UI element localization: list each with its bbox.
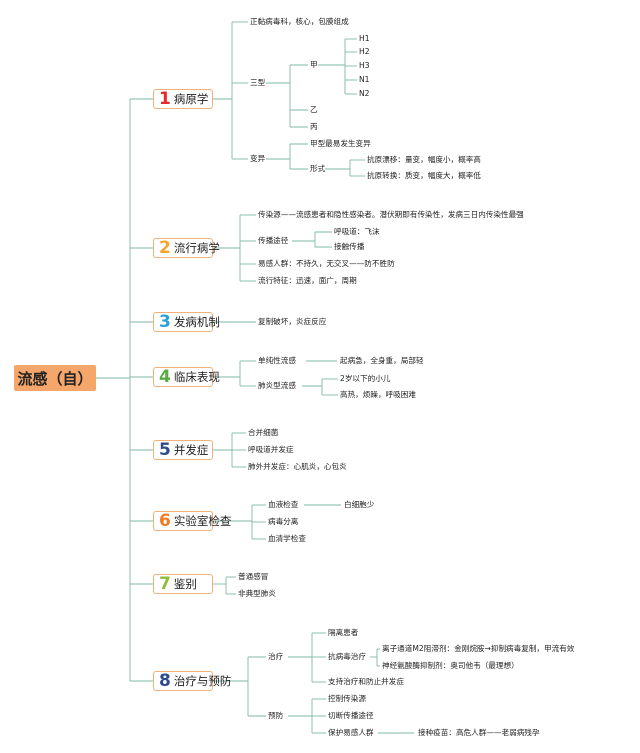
- node-text: 治疗: [268, 652, 284, 661]
- node-text: 2岁以下的小儿: [340, 374, 391, 383]
- section-number: 4: [159, 366, 171, 387]
- node-text: 血清学检查: [268, 534, 306, 543]
- root-node[interactable]: 流感（自）: [14, 365, 96, 391]
- section-number: 2: [159, 237, 171, 258]
- section-number: 7: [159, 573, 171, 594]
- node-text: 呼吸道：飞沫: [334, 227, 380, 236]
- node-text: 支持治疗和防止并发症: [328, 677, 404, 686]
- section-label: 并发症: [173, 443, 209, 457]
- node-text: 抗原漂移：量变，幅度小，概率高: [367, 155, 481, 164]
- node-text: 复制破坏，炎症反应: [258, 317, 327, 326]
- node-text: 接种疫苗：高危人群——老弱病残孕: [418, 728, 540, 737]
- section-number: 8: [159, 670, 171, 691]
- node-text: 接触传播: [334, 242, 365, 251]
- root-label: 流感（自）: [17, 369, 93, 388]
- node-text: 流行特征：迅速，面广，周期: [258, 276, 357, 285]
- node-text: 单纯性流感: [258, 356, 296, 365]
- section-label: 流行病学: [173, 241, 220, 255]
- node-text: 肺外并发症：心肌炎，心包炎: [248, 462, 347, 471]
- node-text: 肺炎型流感: [258, 381, 296, 390]
- node-text: H3: [359, 61, 370, 70]
- node-text: N1: [359, 75, 370, 84]
- section-label: 发病机制: [173, 315, 220, 329]
- node-text: 控制传染源: [328, 694, 366, 703]
- node-text: 非典型肺炎: [238, 589, 276, 598]
- section-number: 1: [159, 88, 171, 109]
- node-text: 甲型最易发生变异: [310, 139, 371, 148]
- section-number: 5: [159, 439, 171, 460]
- node-text: 起病急，全身重，局部轻: [340, 356, 424, 365]
- node-text: 切断传播途径: [328, 711, 374, 720]
- node-text: 呼吸道并发症: [248, 445, 294, 454]
- node-text: 血液检查: [268, 500, 299, 509]
- node-text: 合并细菌: [248, 428, 279, 437]
- node-text: 形式: [310, 164, 326, 173]
- node-text: 神经氨酸酶抑制剂：奥司他韦（最理想）: [382, 661, 519, 670]
- section-number: 6: [159, 510, 171, 531]
- node-text: 抗原转换：质变，幅度大，概率低: [367, 171, 481, 180]
- node-text: 传染源——流感患者和隐性感染者。潜伏期即有传染性，发病三日内传染性最强: [258, 210, 524, 219]
- node-text: 正黏病毒科，核心，包膜组成: [250, 17, 349, 26]
- node-text: 乙: [310, 105, 318, 114]
- node-text: 白细胞少: [344, 500, 375, 509]
- node-text: 变异: [250, 154, 266, 163]
- section-label: 治疗与预防: [173, 674, 232, 688]
- node-text: N2: [359, 89, 370, 98]
- node-text: 三型: [250, 78, 266, 87]
- node-text: 抗病毒治疗: [328, 652, 366, 661]
- node-text: 保护易感人群: [328, 728, 374, 737]
- node-text: 预防: [268, 711, 284, 720]
- node-text: 离子通道M2阻滞剂：金刚烷胺→抑制病毒复制，甲流有效: [382, 644, 575, 653]
- node-text: 传播途径: [258, 236, 289, 245]
- node-text: 隔离患者: [328, 628, 359, 637]
- section-number: 3: [159, 311, 171, 332]
- node-text: 普通感冒: [238, 572, 269, 581]
- node-text: 高热，烦躁，呼吸困难: [340, 390, 416, 399]
- node-text: 病毒分离: [268, 517, 299, 526]
- node-text: 丙: [310, 122, 318, 131]
- section-label: 病原学: [173, 92, 209, 106]
- section-label: 鉴别: [173, 577, 197, 591]
- node-text: H1: [359, 34, 370, 43]
- node-text: 甲: [310, 60, 318, 69]
- section-label: 临床表现: [173, 370, 220, 384]
- node-text: 易感人群：不持久，无交叉——防不胜防: [258, 259, 395, 268]
- node-text: H2: [359, 47, 370, 56]
- section-label: 实验室检查: [173, 514, 232, 528]
